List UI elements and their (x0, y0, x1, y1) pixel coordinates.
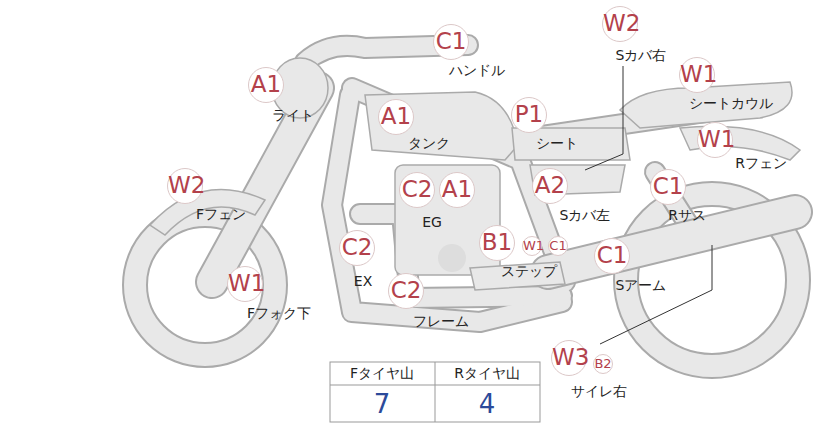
damage-code: W2 (603, 7, 637, 40)
callout-circle: C1Rサス (650, 169, 686, 205)
part-name: サイレ右 (571, 383, 627, 401)
damage-code: W1 (698, 123, 732, 156)
damage-code: W1 (523, 237, 541, 254)
part-name: Rフェン (735, 155, 787, 173)
part-name: Fフォク下 (247, 305, 311, 323)
part-name: タンク (408, 135, 450, 153)
part-name: ステップ (501, 263, 557, 281)
callout-circle: W1 (522, 236, 542, 256)
damage-code: A1 (379, 100, 413, 133)
damage-code: C1 (595, 239, 629, 272)
damage-code: C2 (400, 173, 434, 206)
table-header: Rタイヤ山 (454, 365, 520, 383)
damage-code: C1 (549, 237, 567, 254)
damage-code: B2 (594, 355, 612, 372)
part-name: Sカバ左 (560, 207, 611, 225)
part-name: ハンドル (449, 62, 505, 80)
part-name: Sアーム (616, 277, 667, 295)
callout-circle: C2フレーム (388, 273, 424, 309)
part-name: Fフェン (196, 206, 246, 224)
tire-table-grid (330, 362, 540, 422)
callout-circle: W1Rフェン (697, 122, 733, 158)
damage-code: A1 (440, 173, 474, 206)
part-name: EX (354, 273, 372, 289)
callout-circle: P1シート (511, 97, 547, 133)
part-name: Sカバ右 (616, 47, 667, 65)
part-name: EG (422, 214, 442, 230)
callout-circle: C2 (399, 172, 435, 208)
damage-code: A1 (249, 68, 283, 101)
damage-code: C2 (389, 274, 423, 307)
damage-code: C2 (340, 231, 374, 264)
damage-code: C1 (434, 25, 468, 58)
callout-circle: C1ハンドル (433, 24, 469, 60)
table-header: Fタイヤ山 (350, 365, 414, 383)
damage-code: W2 (168, 169, 202, 202)
callout-circle: B1ステップ (479, 225, 515, 261)
callout-circle: C2EX (339, 230, 375, 266)
callout-circle: W1シートカウル (679, 57, 715, 93)
damage-code: W1 (680, 58, 714, 91)
part-name: ライト (272, 107, 314, 125)
callout-circle: W1Fフォク下 (227, 266, 263, 302)
callout-circle: W2Fフェン (167, 168, 203, 204)
callout-circle: A1ライト (248, 67, 284, 103)
callout-circle: W3サイレ右 (551, 340, 587, 376)
callout-circle: A1タンク (378, 99, 414, 135)
callout-circle: C1Sアーム (594, 238, 630, 274)
part-name: シートカウル (689, 95, 773, 113)
part-name: シート (536, 135, 578, 153)
callout-circle: A1 (439, 172, 475, 208)
callout-circle: C1 (548, 236, 568, 256)
callout-circle: A2Sカバ左 (532, 168, 568, 204)
part-name: Rサス (668, 207, 706, 225)
damage-code: W3 (552, 341, 586, 374)
damage-code: C1 (651, 170, 685, 203)
damage-code: P1 (512, 98, 546, 131)
damage-code: A2 (533, 169, 567, 202)
table-value: 4 (479, 389, 496, 419)
callout-circle: B2 (593, 354, 613, 374)
part-name: フレーム (413, 313, 469, 331)
damage-code: B1 (480, 226, 514, 259)
table-value: 7 (374, 389, 391, 419)
callout-circle: W2Sカバ右 (602, 6, 638, 42)
damage-code: W1 (228, 267, 262, 300)
